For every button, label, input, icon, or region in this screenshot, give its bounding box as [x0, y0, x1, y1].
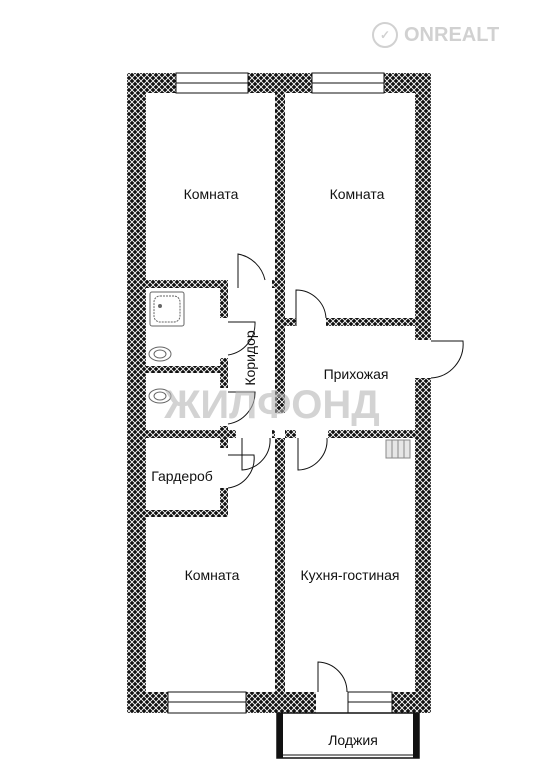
onrealt-logo: ✓ ONREALT	[372, 18, 532, 52]
door-corridor-bottom	[241, 437, 271, 471]
door-loggia	[317, 661, 348, 693]
door-kitchen	[297, 437, 328, 471]
door-bathroom	[227, 321, 256, 356]
bathroom-fixtures	[148, 291, 185, 404]
loggia-area	[276, 712, 420, 759]
wall-bathroom-right	[220, 288, 228, 438]
wall-left	[127, 73, 146, 713]
label-room-top-right: Комната	[330, 186, 385, 202]
wall-hallway-bottom	[285, 430, 415, 438]
room-labels: Комната Комната Коридор Прихожая Гардеро…	[151, 186, 399, 748]
windows	[167, 72, 393, 714]
door-openings	[220, 280, 431, 713]
door-toilet	[227, 391, 256, 425]
door-swings	[227, 253, 464, 693]
door-wardrobe	[227, 454, 255, 489]
kitchen-stove	[385, 439, 411, 459]
wall-rooms-top-divider	[275, 93, 285, 413]
loggia-outline	[276, 712, 420, 759]
wall-room-top-left-bottom	[146, 280, 275, 288]
label-wardrobe: Гардероб	[151, 468, 213, 484]
wall-right	[415, 73, 431, 713]
label-room-bottom-left: Комната	[185, 567, 240, 583]
label-loggia: Лоджия	[328, 732, 378, 748]
wall-top	[127, 73, 431, 93]
logo-text: ONREALT	[404, 23, 500, 46]
wall-bath-bottom	[146, 430, 275, 438]
door-entrance	[430, 340, 464, 379]
label-corridor: Коридор	[242, 330, 258, 386]
wall-bath-divider	[146, 366, 220, 373]
door-room-top-left	[237, 253, 266, 288]
label-kitchen-living: Кухня-гостиная	[300, 567, 399, 583]
logo-circle-icon: ✓	[372, 22, 398, 48]
wall-wardrobe-bottom	[146, 510, 228, 517]
wall-bottom-divider	[275, 438, 285, 692]
label-room-top-left: Комната	[184, 186, 239, 202]
wall-room-top-right-bottom	[285, 318, 415, 326]
door-room-top-right	[295, 289, 327, 326]
label-hallway: Прихожая	[324, 366, 389, 382]
zhilfond-watermark: ЖИЛФОНД	[163, 383, 380, 427]
